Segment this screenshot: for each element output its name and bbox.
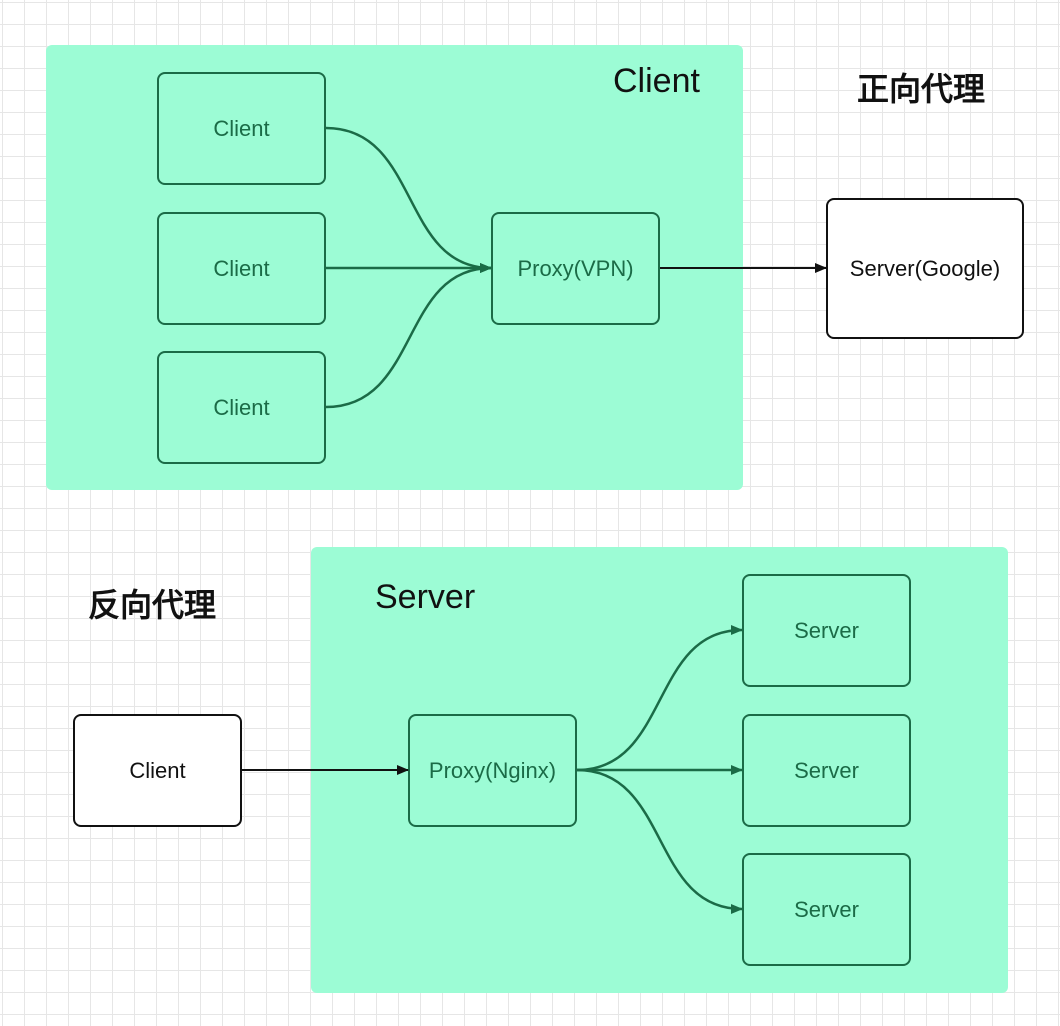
server-node-1[interactable]: Server	[742, 574, 911, 687]
reverse-proxy-title: 反向代理	[88, 586, 217, 624]
client-node-1[interactable]: Client	[157, 72, 326, 185]
server-google-node[interactable]: Server(Google)	[826, 198, 1024, 339]
edge-client1-to-proxy	[325, 126, 492, 273]
forward-proxy-title: 正向代理	[857, 70, 986, 108]
proxy-vpn-node[interactable]: Proxy(VPN)	[491, 212, 660, 325]
proxy-nginx-node[interactable]: Proxy(Nginx)	[408, 714, 577, 827]
edge-nginx-to-server3	[576, 768, 743, 914]
client-group-title: Client	[613, 62, 700, 100]
server-node-3[interactable]: Server	[742, 853, 911, 966]
client-node-reverse[interactable]: Client	[73, 714, 242, 827]
edge-client3-to-proxy	[325, 263, 492, 409]
server-node-2[interactable]: Server	[742, 714, 911, 827]
edge-nginx-to-server1	[576, 625, 743, 772]
client-node-2[interactable]: Client	[157, 212, 326, 325]
server-group-title: Server	[375, 578, 476, 616]
client-node-3[interactable]: Client	[157, 351, 326, 464]
